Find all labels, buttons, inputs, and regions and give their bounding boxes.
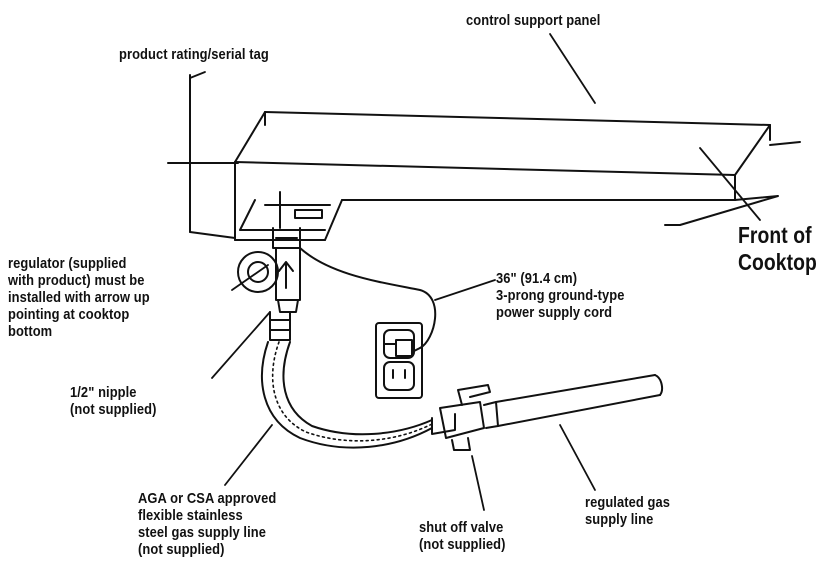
flexible-gas-line bbox=[261, 341, 433, 449]
shutoff-valve bbox=[431, 384, 499, 451]
wall-outlet bbox=[375, 322, 423, 399]
label-product-rating-serial-tag: product rating/serial tag bbox=[119, 46, 269, 63]
counter-outline bbox=[167, 74, 801, 239]
regulator bbox=[237, 227, 301, 313]
label-regulated-gas-supply-line: regulated gas supply line bbox=[585, 494, 671, 528]
label-shutoff-valve: shut off valve (not supplied) bbox=[419, 519, 506, 553]
leader-lines bbox=[189, 33, 761, 511]
gas-supply-pipe bbox=[495, 374, 664, 427]
label-nipple: 1/2" nipple (not supplied) bbox=[70, 384, 157, 418]
label-regulator: regulator (supplied with product) must b… bbox=[8, 255, 150, 340]
control-support-panel-box bbox=[234, 111, 779, 241]
nipple-fitting bbox=[269, 311, 291, 341]
label-control-support-panel: control support panel bbox=[466, 12, 601, 29]
label-front-of-cooktop: Front of Cooktop bbox=[738, 222, 817, 275]
label-power-supply-cord: 36" (91.4 cm) 3-prong ground-type power … bbox=[496, 270, 625, 321]
label-flexible-gas-supply-line: AGA or CSA approved flexible stainless s… bbox=[138, 490, 277, 558]
